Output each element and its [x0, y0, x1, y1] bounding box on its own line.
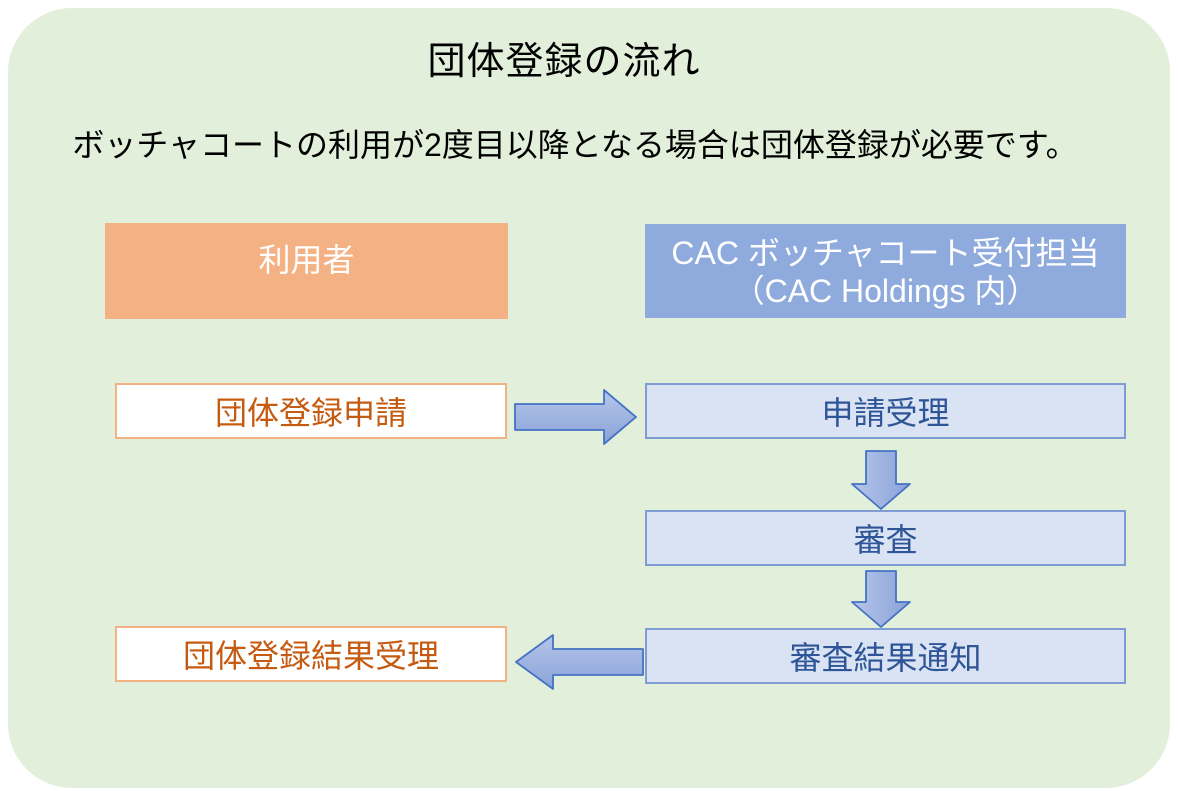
step-application-accepted: 申請受理 — [645, 383, 1126, 439]
step-label: 申請受理 — [821, 395, 950, 431]
lane-cac-label-line1: CAC ボッチャコート受付担当 — [671, 235, 1100, 271]
down-arrow-icon-review-to-notify — [851, 570, 911, 628]
diagram-subtitle: ボッチャコートの利用が2度目以降となる場合は団体登録が必要です。 — [72, 127, 1078, 163]
step-label: 団体登録結果受理 — [182, 638, 439, 674]
down-arrow-icon-accept-to-review — [851, 450, 911, 510]
left-arrow-icon-notify-to-result — [515, 634, 644, 690]
right-arrow-icon-apply-to-accept — [514, 389, 638, 445]
step-group-registration-result-received: 団体登録結果受理 — [115, 626, 507, 682]
step-review-result-notice: 審査結果通知 — [645, 628, 1126, 684]
step-group-registration-apply: 団体登録申請 — [115, 383, 507, 439]
lane-cac-label-line2: （CAC Holdings 内） — [732, 273, 1039, 309]
lane-header-user: 利用者 — [105, 223, 508, 319]
step-label: 審査結果通知 — [789, 640, 982, 676]
step-review: 審査 — [645, 510, 1126, 566]
lane-header-cac: CAC ボッチャコート受付担当 （CAC Holdings 内） — [645, 224, 1126, 318]
diagram-title: 団体登録の流れ — [427, 41, 701, 83]
step-label: 審査 — [853, 522, 918, 558]
step-label: 団体登録申請 — [214, 395, 407, 431]
lane-user-label: 利用者 — [258, 242, 355, 278]
